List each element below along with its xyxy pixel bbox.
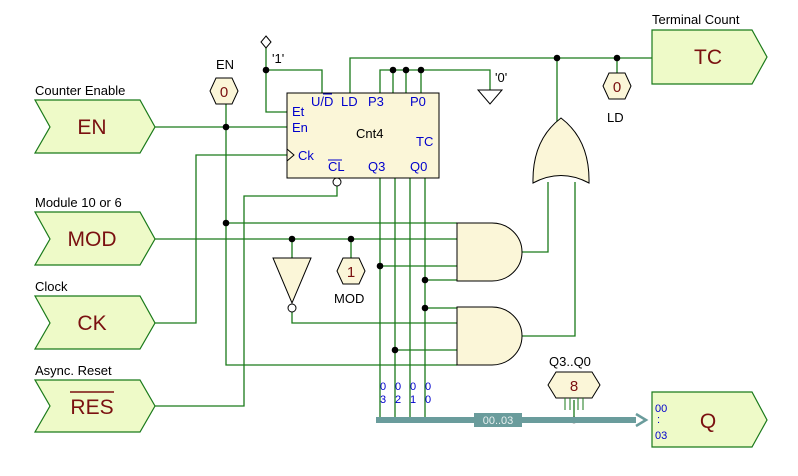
pin-tc: TC bbox=[416, 134, 433, 149]
q-pin-hi: 00 bbox=[655, 403, 667, 415]
en-caption: Counter Enable bbox=[35, 83, 125, 98]
or-gate[interactable] bbox=[532, 117, 590, 184]
const-one-label: '1' bbox=[272, 51, 284, 66]
output-port-tc[interactable]: Terminal Count TC bbox=[651, 12, 768, 85]
input-port-ck[interactable]: Clock CK bbox=[33, 279, 156, 350]
probe-mod-label: MOD bbox=[334, 291, 364, 306]
q-pin-mid: : bbox=[657, 414, 660, 426]
input-port-mod[interactable]: Module 10 or 6 MOD bbox=[33, 195, 156, 266]
probe-ld-value: 0 bbox=[613, 79, 621, 96]
and-gate-2[interactable] bbox=[456, 306, 523, 366]
pin-ck: Ck bbox=[298, 148, 314, 163]
bus-tap-0-bottom: 3 bbox=[380, 394, 386, 406]
bus-tap-1-bottom: 2 bbox=[395, 394, 401, 406]
input-port-en[interactable]: Counter Enable EN bbox=[33, 83, 156, 154]
bus-tap-3-top: 0 bbox=[425, 381, 431, 393]
probe-en[interactable]: EN 0 bbox=[209, 57, 239, 105]
mod-caption: Module 10 or 6 bbox=[35, 195, 122, 210]
probe-ld-label: LD bbox=[607, 110, 624, 125]
probe-ld[interactable]: 0 LD bbox=[602, 72, 632, 125]
pin-ud: U/D bbox=[311, 94, 333, 109]
const-one: '1' bbox=[260, 35, 284, 66]
pin-ld: LD bbox=[341, 94, 358, 109]
probe-bus-value: 8 bbox=[570, 378, 578, 395]
counter-name: Cnt4 bbox=[356, 126, 383, 141]
wires bbox=[155, 48, 652, 420]
q-bus: 00..03 0 3 0 2 0 1 0 0 bbox=[376, 381, 649, 428]
pin-cl: CL bbox=[328, 159, 345, 174]
input-port-res[interactable]: Async. Reset RES bbox=[33, 363, 156, 433]
const-zero-label: '0' bbox=[495, 70, 507, 85]
probe-bus[interactable]: Q3..Q0 8 bbox=[547, 354, 601, 410]
probe-en-value: 0 bbox=[220, 84, 228, 101]
en-port-name: EN bbox=[77, 116, 106, 139]
probe-mod[interactable]: 1 MOD bbox=[334, 257, 366, 306]
inverter-bubble bbox=[287, 303, 297, 313]
cl-bubble bbox=[332, 177, 342, 187]
junctions bbox=[222, 54, 621, 424]
mod-port-name: MOD bbox=[68, 228, 117, 251]
bus-tap-3-bottom: 0 bbox=[425, 394, 431, 406]
inverter[interactable] bbox=[272, 257, 312, 313]
res-caption: Async. Reset bbox=[35, 363, 112, 378]
clock-wedge bbox=[286, 148, 295, 162]
pin-p3: P3 bbox=[368, 94, 384, 109]
tc-port-name: TC bbox=[694, 46, 722, 69]
and-gate-1[interactable] bbox=[456, 222, 523, 282]
pin-et: Et bbox=[292, 104, 305, 119]
ck-caption: Clock bbox=[35, 279, 68, 294]
q-pin-lo: 03 bbox=[655, 430, 667, 442]
tc-caption: Terminal Count bbox=[652, 12, 740, 27]
probe-en-label: EN bbox=[216, 57, 234, 72]
q-port-name: Q bbox=[700, 410, 716, 433]
probe-bus-label: Q3..Q0 bbox=[549, 354, 591, 369]
res-port-name: RES bbox=[70, 396, 113, 419]
bus-tap-2-top: 0 bbox=[410, 381, 416, 393]
bus-tap-1-top: 0 bbox=[395, 381, 401, 393]
bus-tap-0-top: 0 bbox=[380, 381, 386, 393]
pin-en: En bbox=[292, 120, 308, 135]
counter-cnt4[interactable]: Cnt4 U/D LD P3 P0 Et En Ck TC CL Q3 Q0 bbox=[286, 92, 440, 187]
output-port-q[interactable]: Q 00 : 03 bbox=[651, 391, 768, 448]
pin-q0: Q0 bbox=[410, 159, 427, 174]
bus-tap-2-bottom: 1 bbox=[410, 394, 416, 406]
bus-label-box bbox=[474, 413, 522, 427]
probe-mod-value: 1 bbox=[347, 264, 355, 281]
ck-port-name: CK bbox=[77, 312, 106, 335]
pin-q3: Q3 bbox=[368, 159, 385, 174]
pin-p0: P0 bbox=[410, 94, 426, 109]
bus-label: 00..03 bbox=[483, 415, 514, 427]
const-zero-ground: '0' bbox=[476, 70, 507, 105]
